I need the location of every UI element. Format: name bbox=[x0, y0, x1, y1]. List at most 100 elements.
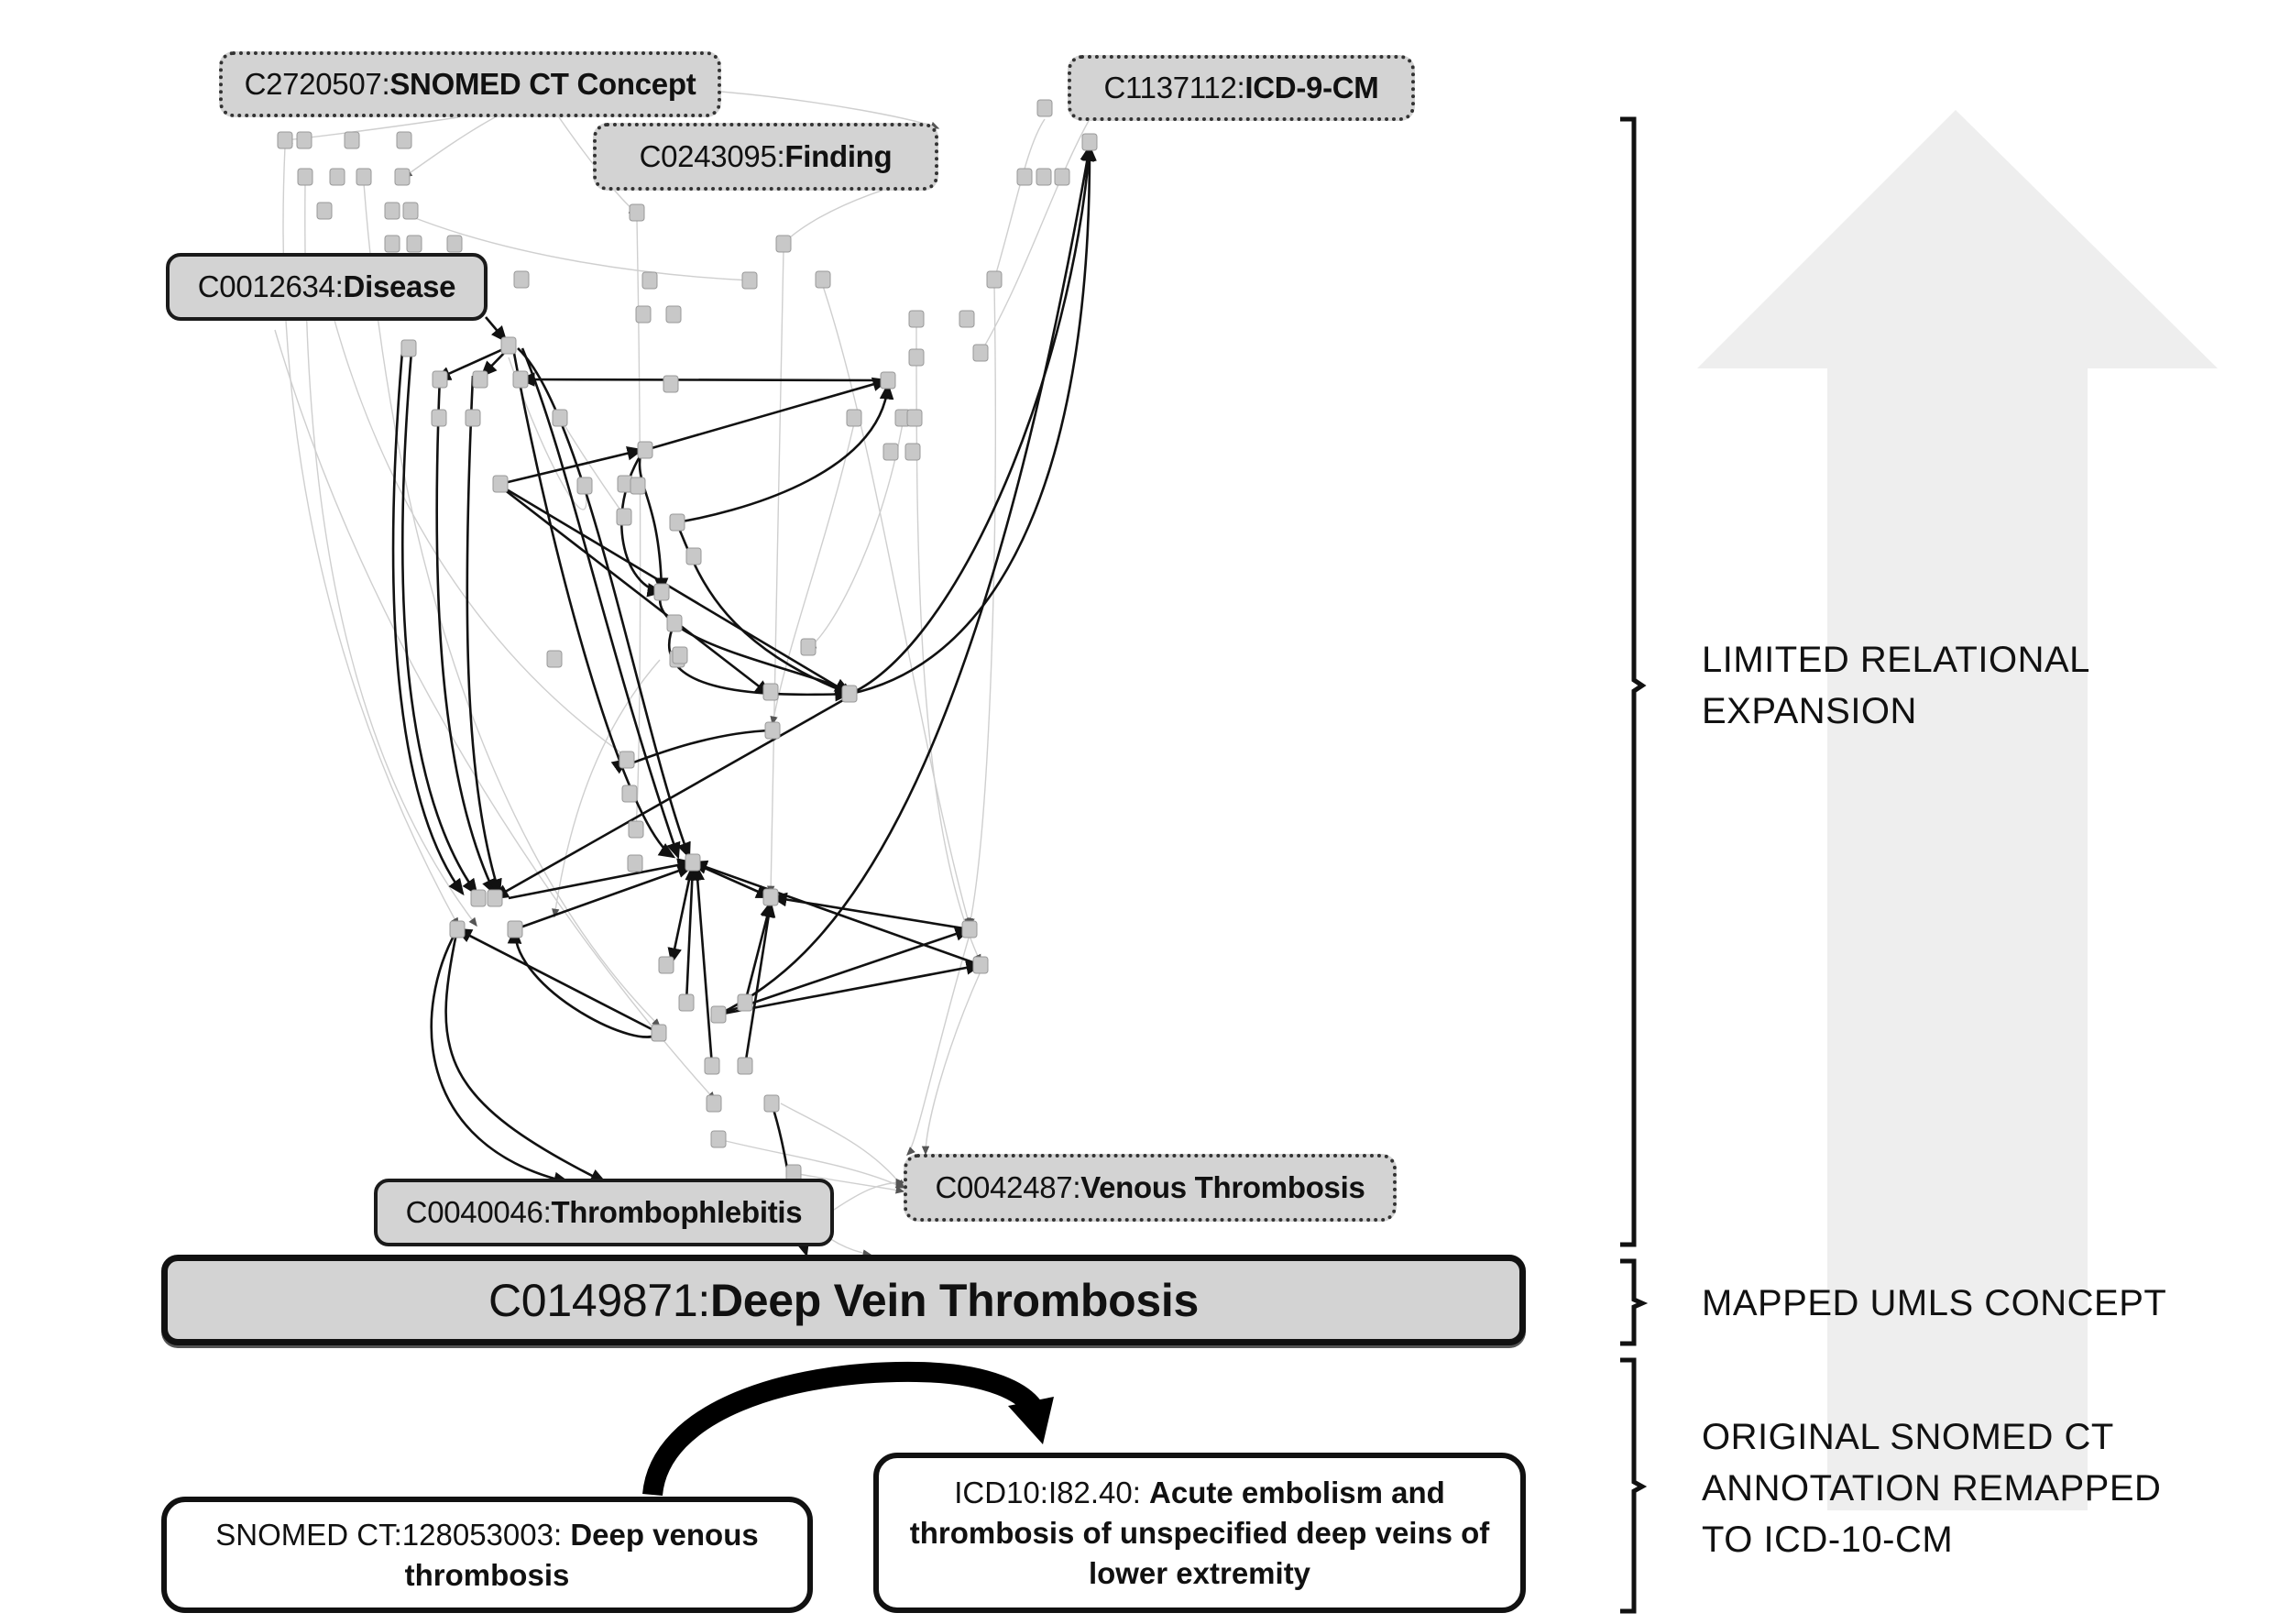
graph-node[interactable] bbox=[653, 583, 670, 601]
graph-node[interactable] bbox=[394, 168, 411, 186]
graph-node[interactable] bbox=[629, 203, 645, 222]
graph-node[interactable] bbox=[552, 409, 568, 427]
graph-node[interactable] bbox=[396, 131, 412, 149]
graph-node[interactable] bbox=[492, 475, 509, 493]
graph-node[interactable] bbox=[737, 1057, 753, 1075]
graph-node[interactable] bbox=[329, 168, 345, 186]
graph-node[interactable] bbox=[402, 202, 419, 220]
graph-node[interactable] bbox=[637, 441, 653, 459]
graph-node[interactable] bbox=[627, 854, 643, 872]
bracket-mapped-umls-concept bbox=[1620, 1258, 1649, 1346]
graph-node[interactable] bbox=[576, 477, 593, 495]
concept-name: ICD-9-CM bbox=[1244, 71, 1379, 104]
weak-edge bbox=[793, 1172, 905, 1194]
graph-node[interactable] bbox=[296, 131, 312, 149]
graph-node[interactable] bbox=[630, 477, 646, 495]
source-annotation-snomed[interactable]: SNOMED CT:128053003: Deep venous thrombo… bbox=[161, 1497, 813, 1613]
graph-node[interactable] bbox=[763, 1094, 780, 1113]
graph-node[interactable] bbox=[710, 1130, 727, 1148]
graph-node[interactable] bbox=[465, 409, 481, 427]
graph-node[interactable] bbox=[431, 409, 447, 427]
graph-node[interactable] bbox=[704, 1057, 720, 1075]
graph-node[interactable] bbox=[986, 270, 1003, 289]
graph-node[interactable] bbox=[880, 371, 896, 390]
strong-edge bbox=[691, 861, 773, 899]
graph-node[interactable] bbox=[277, 131, 293, 149]
graph-node[interactable] bbox=[500, 336, 517, 355]
graph-node[interactable] bbox=[764, 721, 781, 740]
graph-node[interactable] bbox=[384, 235, 400, 253]
graph-node[interactable] bbox=[672, 646, 688, 664]
graph-node[interactable] bbox=[1016, 168, 1033, 186]
graph-node[interactable] bbox=[658, 956, 674, 974]
graph-node[interactable] bbox=[815, 270, 831, 289]
weak-edge bbox=[833, 1178, 905, 1211]
graph-node[interactable] bbox=[487, 889, 503, 907]
graph-node[interactable] bbox=[507, 920, 523, 938]
concept-cui: C0243095: bbox=[639, 139, 785, 173]
graph-node[interactable] bbox=[621, 785, 638, 803]
graph-node[interactable] bbox=[841, 685, 858, 703]
graph-node[interactable] bbox=[1036, 99, 1053, 117]
graph-node[interactable] bbox=[651, 1024, 667, 1042]
graph-node[interactable] bbox=[972, 344, 989, 362]
graph-node[interactable] bbox=[472, 370, 488, 389]
graph-node[interactable] bbox=[846, 409, 862, 427]
graph-node[interactable] bbox=[344, 131, 360, 149]
graph-node[interactable] bbox=[297, 168, 313, 186]
graph-node[interactable] bbox=[663, 375, 679, 393]
graph-node[interactable] bbox=[512, 370, 529, 389]
graph-node[interactable] bbox=[432, 370, 448, 389]
graph-node[interactable] bbox=[961, 920, 978, 938]
strong-edge bbox=[675, 382, 894, 524]
concept-snomed-ct-concept[interactable]: C2720507: SNOMED CT Concept bbox=[219, 51, 721, 117]
graph-node[interactable] bbox=[904, 443, 921, 461]
mapped-concept-deep-vein-thrombosis[interactable]: C0149871: Deep Vein Thrombosis bbox=[161, 1255, 1526, 1345]
graph-node[interactable] bbox=[400, 339, 417, 357]
graph-node[interactable] bbox=[710, 1005, 727, 1024]
graph-node[interactable] bbox=[908, 348, 925, 367]
graph-node[interactable] bbox=[665, 305, 682, 324]
concept-venous-thrombosis[interactable]: C0042487: Venous Thrombosis bbox=[904, 1154, 1397, 1222]
graph-node[interactable] bbox=[641, 271, 658, 290]
graph-node[interactable] bbox=[1036, 168, 1052, 186]
graph-node[interactable] bbox=[762, 683, 779, 701]
graph-node[interactable] bbox=[678, 993, 695, 1012]
concept-finding[interactable]: C0243095: Finding bbox=[593, 123, 938, 191]
graph-node[interactable] bbox=[446, 235, 463, 253]
label-limited-relational-expansion: LIMITED RELATIONAL EXPANSION bbox=[1702, 634, 2090, 737]
graph-node[interactable] bbox=[1081, 133, 1098, 151]
graph-node[interactable] bbox=[737, 993, 753, 1012]
graph-node[interactable] bbox=[406, 235, 422, 253]
concept-disease[interactable]: C0012634: Disease bbox=[166, 253, 488, 321]
graph-node[interactable] bbox=[470, 889, 487, 907]
graph-node[interactable] bbox=[908, 310, 925, 328]
graph-node[interactable] bbox=[800, 638, 817, 656]
graph-node[interactable] bbox=[669, 513, 685, 532]
graph-node[interactable] bbox=[619, 751, 635, 769]
graph-node[interactable] bbox=[959, 310, 975, 328]
graph-node[interactable] bbox=[685, 547, 702, 565]
graph-node[interactable] bbox=[706, 1094, 722, 1113]
graph-node[interactable] bbox=[513, 270, 530, 289]
graph-node[interactable] bbox=[1054, 168, 1070, 186]
graph-node[interactable] bbox=[685, 853, 701, 872]
concept-thrombophlebitis[interactable]: C0040046: Thrombophlebitis bbox=[374, 1179, 834, 1246]
graph-node[interactable] bbox=[882, 443, 899, 461]
graph-node[interactable] bbox=[972, 956, 989, 974]
graph-node[interactable] bbox=[616, 508, 632, 526]
graph-node[interactable] bbox=[666, 614, 683, 632]
graph-node[interactable] bbox=[741, 271, 758, 290]
graph-node[interactable] bbox=[762, 888, 779, 906]
graph-node[interactable] bbox=[628, 820, 644, 839]
concept-icd9cm[interactable]: C1137112: ICD-9-CM bbox=[1068, 55, 1415, 121]
graph-node[interactable] bbox=[316, 202, 333, 220]
graph-node[interactable] bbox=[775, 235, 792, 253]
target-annotation-icd10[interactable]: ICD10:I82.40: Acute embolism and thrombo… bbox=[873, 1453, 1526, 1613]
graph-node[interactable] bbox=[356, 168, 372, 186]
graph-node[interactable] bbox=[546, 650, 563, 668]
graph-node[interactable] bbox=[449, 920, 466, 938]
graph-node[interactable] bbox=[635, 305, 652, 324]
graph-node[interactable] bbox=[906, 409, 923, 427]
graph-node[interactable] bbox=[384, 202, 400, 220]
